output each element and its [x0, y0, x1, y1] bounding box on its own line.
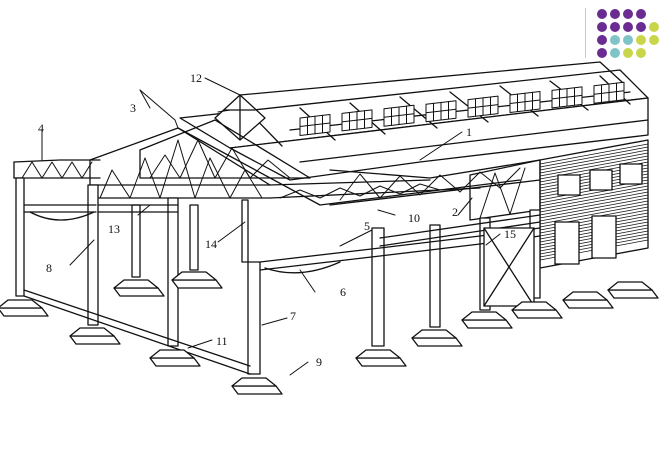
callout-4: 4 — [38, 121, 44, 135]
logo-dot — [597, 35, 607, 45]
roof-trusses — [13, 119, 541, 221]
callout-15: 15 — [504, 227, 516, 241]
footing — [511, 301, 563, 319]
logo-dot — [597, 22, 607, 32]
logo-dot — [610, 9, 620, 19]
callout-6: 6 — [340, 285, 346, 299]
logo-dot — [649, 22, 659, 32]
callout-2: 2 — [452, 205, 458, 219]
footing — [0, 299, 49, 317]
footing — [113, 279, 165, 297]
footing — [607, 281, 659, 299]
logo-divider-line — [585, 8, 586, 58]
skylight-window — [467, 95, 499, 118]
callout-7: 7 — [290, 309, 296, 323]
callout-8: 8 — [46, 261, 52, 275]
crane-girders-and-beams — [23, 204, 541, 274]
callout-3: 3 — [130, 101, 136, 115]
skylight-window — [341, 109, 373, 132]
logo-dot — [636, 9, 646, 19]
logo-dot — [623, 48, 633, 58]
logo-dot — [623, 35, 633, 45]
logo-dot — [636, 22, 646, 32]
footing — [149, 349, 201, 367]
callout-11: 11 — [216, 334, 228, 348]
logo-dot — [649, 35, 659, 45]
callout-5: 5 — [364, 219, 370, 233]
logo-dot — [597, 9, 607, 19]
footing — [231, 377, 283, 395]
callout-10: 10 — [408, 211, 420, 225]
footing — [461, 311, 513, 329]
skylight-window — [551, 86, 583, 109]
skylight-window — [299, 114, 331, 136]
skylight-window — [509, 91, 541, 113]
logo-dot — [636, 48, 646, 58]
footing — [355, 349, 407, 367]
logo-dot — [623, 9, 633, 19]
callout-labels: 1 2 3 4 5 6 7 8 9 10 11 12 13 14 15 — [38, 71, 516, 369]
side-wall-cladding — [539, 139, 649, 269]
footing — [69, 327, 121, 345]
callout-9: 9 — [316, 355, 322, 369]
callout-1: 1 — [466, 125, 472, 139]
logo-dot-grid — [597, 9, 659, 58]
braced-door-panel — [483, 227, 535, 307]
logo-dot — [623, 22, 633, 32]
logo-dot — [597, 48, 607, 58]
ground-foundation-beam — [23, 289, 251, 375]
logo-dot — [610, 22, 620, 32]
callout-12: 12 — [190, 71, 202, 85]
skylight-window — [425, 100, 457, 123]
column-footings — [0, 271, 659, 395]
skylight-window — [383, 104, 415, 127]
footing — [411, 329, 463, 347]
logo-dot — [610, 48, 620, 58]
logo-dot — [636, 35, 646, 45]
callout-14: 14 — [205, 237, 217, 251]
callout-13: 13 — [108, 222, 120, 236]
skylight-window — [593, 81, 625, 104]
logo-dot — [610, 35, 620, 45]
callout-leader-lines — [41, 77, 501, 376]
footing — [562, 291, 614, 309]
footing — [171, 271, 223, 289]
skylight-window-row — [299, 81, 625, 136]
